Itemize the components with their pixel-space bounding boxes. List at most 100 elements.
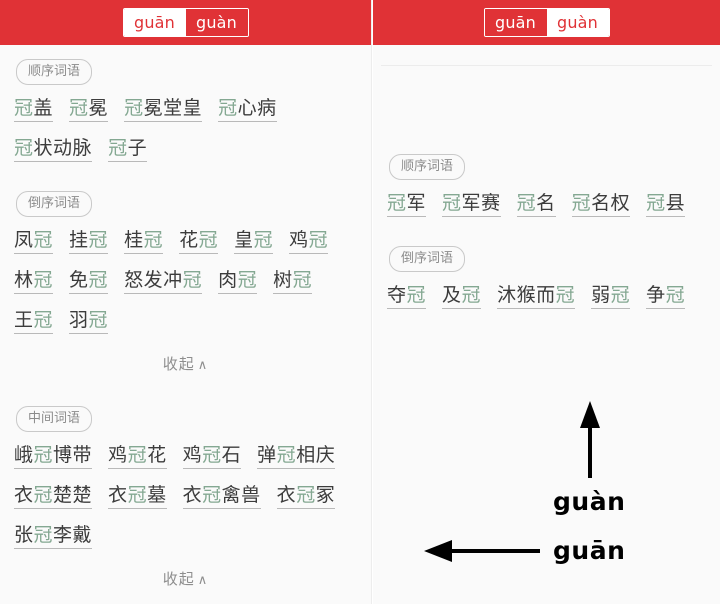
word-char: 弹 <box>257 444 277 466</box>
word-link[interactable]: 冠盖 <box>14 95 54 122</box>
highlighted-char: 冠 <box>127 484 148 506</box>
word-link[interactable]: 林冠 <box>14 267 54 294</box>
word-link[interactable]: 鸡冠 <box>289 227 329 254</box>
word-char: 军 <box>461 192 482 214</box>
section-title-pill: 倒序词语 <box>16 191 93 217</box>
word-link[interactable]: 冠冕堂皇 <box>124 95 203 122</box>
word-section: 倒序词语凤冠挂冠桂冠花冠皇冠鸡冠林冠免冠怒发冲冠肉冠树冠王冠羽冠收起∧ <box>0 177 371 392</box>
word-list: 冠军冠军赛冠名冠名权冠县 <box>373 186 720 230</box>
word-link[interactable]: 挂冠 <box>69 227 109 254</box>
word-link[interactable]: 冠名 <box>516 190 556 217</box>
word-char: 戴 <box>72 524 93 546</box>
word-char: 怒 <box>124 269 144 291</box>
word-char: 状 <box>33 137 54 159</box>
pinyin-tab-guan1[interactable]: guān <box>123 9 186 36</box>
word-char: 楚 <box>72 484 93 506</box>
word-char: 兽 <box>241 484 261 506</box>
highlighted-char: 冠 <box>33 269 54 291</box>
word-char: 花 <box>179 229 199 251</box>
section-title-pill: 顺序词语 <box>16 59 93 85</box>
highlighted-char: 冠 <box>237 269 258 291</box>
highlighted-char: 冠 <box>124 97 144 119</box>
word-link[interactable]: 弱冠 <box>591 282 631 309</box>
sections-host: 顺序词语冠军冠军赛冠名冠名权冠县倒序词语夺冠及冠沐猴而冠弱冠争冠 <box>373 140 720 324</box>
word-char: 峨 <box>14 444 34 466</box>
word-link[interactable]: 肉冠 <box>218 267 258 294</box>
word-link[interactable]: 桂冠 <box>124 227 164 254</box>
word-char: 争 <box>646 284 666 306</box>
word-char: 花 <box>147 444 167 466</box>
highlighted-char: 冠 <box>69 97 89 119</box>
word-section: 中间词语峨冠博带鸡冠花鸡冠石弹冠相庆衣冠楚楚衣冠墓衣冠禽兽衣冠冢张冠李戴收起∧ <box>0 392 371 604</box>
word-link[interactable]: 冠状动脉 <box>14 135 93 162</box>
word-link[interactable]: 张冠李戴 <box>14 522 93 549</box>
word-link[interactable]: 凤冠 <box>14 227 54 254</box>
word-link[interactable]: 冠冕 <box>69 95 109 122</box>
word-link[interactable]: 冠子 <box>108 135 148 162</box>
word-char: 盖 <box>33 97 54 119</box>
word-link[interactable]: 怒发冲冠 <box>124 267 203 294</box>
word-link[interactable]: 峨冠博带 <box>14 442 93 469</box>
collapse-toggle[interactable]: 收起∧ <box>0 562 371 604</box>
highlighted-char: 冠 <box>308 229 329 251</box>
word-char: 冲 <box>163 269 183 291</box>
word-link[interactable]: 冠县 <box>646 190 686 217</box>
section-header: 中间词语 <box>0 392 371 438</box>
word-link[interactable]: 王冠 <box>14 307 54 334</box>
word-char: 病 <box>257 97 277 119</box>
word-link[interactable]: 夺冠 <box>387 282 427 309</box>
word-link[interactable]: 皇冠 <box>234 227 274 254</box>
collapse-toggle[interactable]: 收起∧ <box>0 347 371 390</box>
panel-header: guān guàn <box>0 0 371 45</box>
word-section: 倒序词语夺冠及冠沐猴而冠弱冠争冠 <box>373 232 720 324</box>
word-char: 及 <box>442 284 462 306</box>
word-link[interactable]: 冠名权 <box>571 190 631 217</box>
highlighted-char: 冠 <box>33 229 54 251</box>
panel-body: 顺序词语冠盖冠冕冠冕堂皇冠心病冠状动脉冠子倒序词语凤冠挂冠桂冠花冠皇冠鸡冠林冠免… <box>0 45 371 604</box>
word-link[interactable]: 衣冠冢 <box>276 482 336 509</box>
collapse-label: 收起 <box>162 570 195 588</box>
highlighted-char: 冠 <box>665 284 686 306</box>
word-link[interactable]: 及冠 <box>442 282 482 309</box>
divider <box>381 65 712 66</box>
word-link[interactable]: 冠军 <box>387 190 427 217</box>
word-link[interactable]: 树冠 <box>273 267 313 294</box>
pinyin-tab-guan4[interactable]: guàn <box>546 9 609 36</box>
word-char: 带 <box>72 444 93 466</box>
word-char: 夺 <box>387 284 407 306</box>
word-link[interactable]: 衣冠墓 <box>108 482 167 509</box>
word-link[interactable]: 衣冠楚楚 <box>14 482 93 509</box>
word-list: 峨冠博带鸡冠花鸡冠石弹冠相庆衣冠楚楚衣冠墓衣冠禽兽衣冠冢张冠李戴 <box>0 438 371 562</box>
section-header: 顺序词语 <box>373 140 720 186</box>
section-header: 顺序词语 <box>0 45 371 91</box>
word-link[interactable]: 鸡冠花 <box>108 442 167 469</box>
word-char: 猴 <box>516 284 537 306</box>
pinyin-tab-group: guān guàn <box>122 8 249 37</box>
word-link[interactable]: 羽冠 <box>69 307 109 334</box>
word-char: 凤 <box>14 229 34 251</box>
word-link[interactable]: 花冠 <box>179 227 219 254</box>
word-list: 凤冠挂冠桂冠花冠皇冠鸡冠林冠免冠怒发冲冠肉冠树冠王冠羽冠 <box>0 223 371 347</box>
word-link[interactable]: 争冠 <box>646 282 686 309</box>
word-char: 权 <box>610 192 631 214</box>
word-link[interactable]: 冠军赛 <box>442 190 501 217</box>
word-section: 顺序词语冠军冠军赛冠名冠名权冠县 <box>373 140 720 232</box>
section-title-pill: 倒序词语 <box>389 246 466 272</box>
word-section: 顺序词语冠盖冠冕冠冕堂皇冠心病冠状动脉冠子 <box>0 45 371 177</box>
pinyin-tab-guan1[interactable]: guān <box>484 9 547 36</box>
word-char: 发 <box>143 269 164 291</box>
word-link[interactable]: 免冠 <box>69 267 109 294</box>
highlighted-char: 冠 <box>406 284 427 306</box>
pinyin-tab-guan4[interactable]: guàn <box>185 9 248 36</box>
content-spacer <box>373 66 720 140</box>
highlighted-char: 冠 <box>571 192 592 214</box>
word-link[interactable]: 弹冠相庆 <box>257 442 336 469</box>
section-header: 倒序词语 <box>0 177 371 223</box>
word-char: 墓 <box>147 484 167 506</box>
word-link[interactable]: 鸡冠石 <box>182 442 242 469</box>
highlighted-char: 冠 <box>14 137 34 159</box>
word-char: 相 <box>296 444 316 466</box>
word-link[interactable]: 冠心病 <box>218 95 277 122</box>
word-link[interactable]: 衣冠禽兽 <box>182 482 261 509</box>
word-link[interactable]: 沐猴而冠 <box>497 282 576 309</box>
